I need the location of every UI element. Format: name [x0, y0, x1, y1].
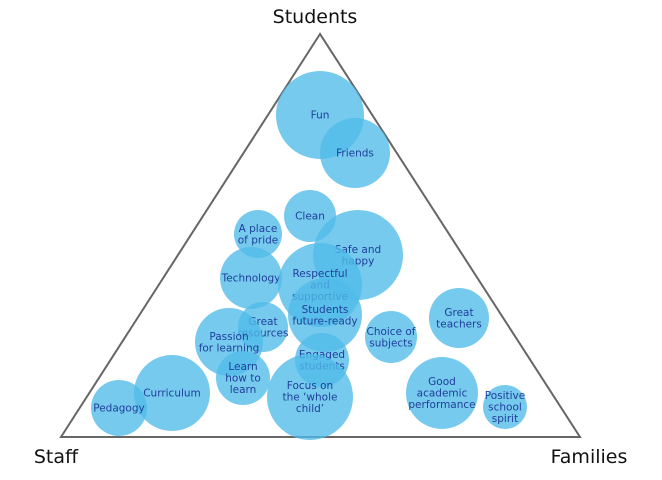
- bubble-label-clean: Clean: [295, 211, 325, 223]
- bubble-circle-a-place-of-pride: [234, 210, 282, 258]
- vertex-label-families: Families: [551, 446, 628, 468]
- bubble-label-line: the ‘whole: [283, 392, 338, 404]
- bubble-label-line: Choice of: [366, 326, 415, 338]
- bubble-label-line: Great: [444, 307, 473, 319]
- bubble-circle-focus-on-whole-child: [267, 354, 353, 440]
- bubble-label-line: how to: [225, 373, 261, 385]
- bubble-label-line: Fun: [311, 110, 330, 122]
- bubble-label-curriculum: Curriculum: [143, 388, 201, 400]
- bubble-technology: Technology: [220, 247, 282, 309]
- bubble-label-line: A place: [239, 223, 278, 235]
- bubble-label-line: Focus on: [287, 380, 333, 392]
- bubble-label-friends: Friends: [336, 148, 374, 160]
- vertex-label-students: Students: [273, 6, 358, 28]
- bubble-label-line: Good: [428, 376, 456, 388]
- bubble-label-technology: Technology: [221, 273, 281, 285]
- bubble-label-line: of pride: [238, 234, 278, 246]
- bubble-label-line: Technology: [221, 273, 281, 285]
- bubble-label-line: Passion: [209, 331, 248, 343]
- bubble-label-pedagogy: Pedagogy: [93, 403, 145, 415]
- bubble-label-line: child’: [296, 403, 324, 415]
- bubble-circle-technology: [220, 247, 282, 309]
- bubble-circle-choice-of-subjects: [365, 311, 417, 363]
- bubble-label-line: Clean: [295, 211, 325, 223]
- bubble-label-line: spirit: [492, 413, 518, 425]
- bubble-label-line: Pedagogy: [93, 403, 145, 415]
- bubble-circle-positive-school-spirit: [483, 385, 527, 429]
- bubble-label-line: school: [488, 402, 522, 414]
- bubble-circle-good-academic-performance: [406, 357, 478, 429]
- bubble-circle-great-teachers: [429, 288, 489, 348]
- bubble-circle-students-future-ready: [288, 278, 362, 352]
- vertex-label-staff: Staff: [34, 446, 79, 468]
- bubble-label-line: Students: [302, 304, 349, 316]
- bubble-pedagogy: Pedagogy: [91, 380, 147, 436]
- bubble-label-line: learn: [230, 384, 257, 396]
- bubble-label-line: subjects: [369, 337, 413, 349]
- bubble-label-line: teachers: [436, 318, 482, 330]
- bubble-label-line: Friends: [336, 148, 374, 160]
- bubble-label-line: performance: [408, 399, 475, 411]
- bubble-circle-friends: [320, 118, 390, 188]
- bubble-label-line: future-ready: [292, 315, 357, 327]
- bubble-circle-learn-how-to-learn: [216, 351, 270, 405]
- bubble-label-line: Positive: [485, 390, 525, 402]
- bubble-curriculum: Curriculum: [134, 355, 210, 431]
- bubble-friends: Friends: [320, 118, 390, 188]
- bubble-label-fun: Fun: [311, 110, 330, 122]
- bubble-label-line: Learn: [228, 361, 257, 373]
- bubble-label-line: academic: [417, 388, 468, 400]
- bubble-label-line: Respectful: [292, 268, 347, 280]
- bubble-circle-curriculum: [134, 355, 210, 431]
- bubble-label-line: Curriculum: [143, 388, 201, 400]
- bubble-circle-pedagogy: [91, 380, 147, 436]
